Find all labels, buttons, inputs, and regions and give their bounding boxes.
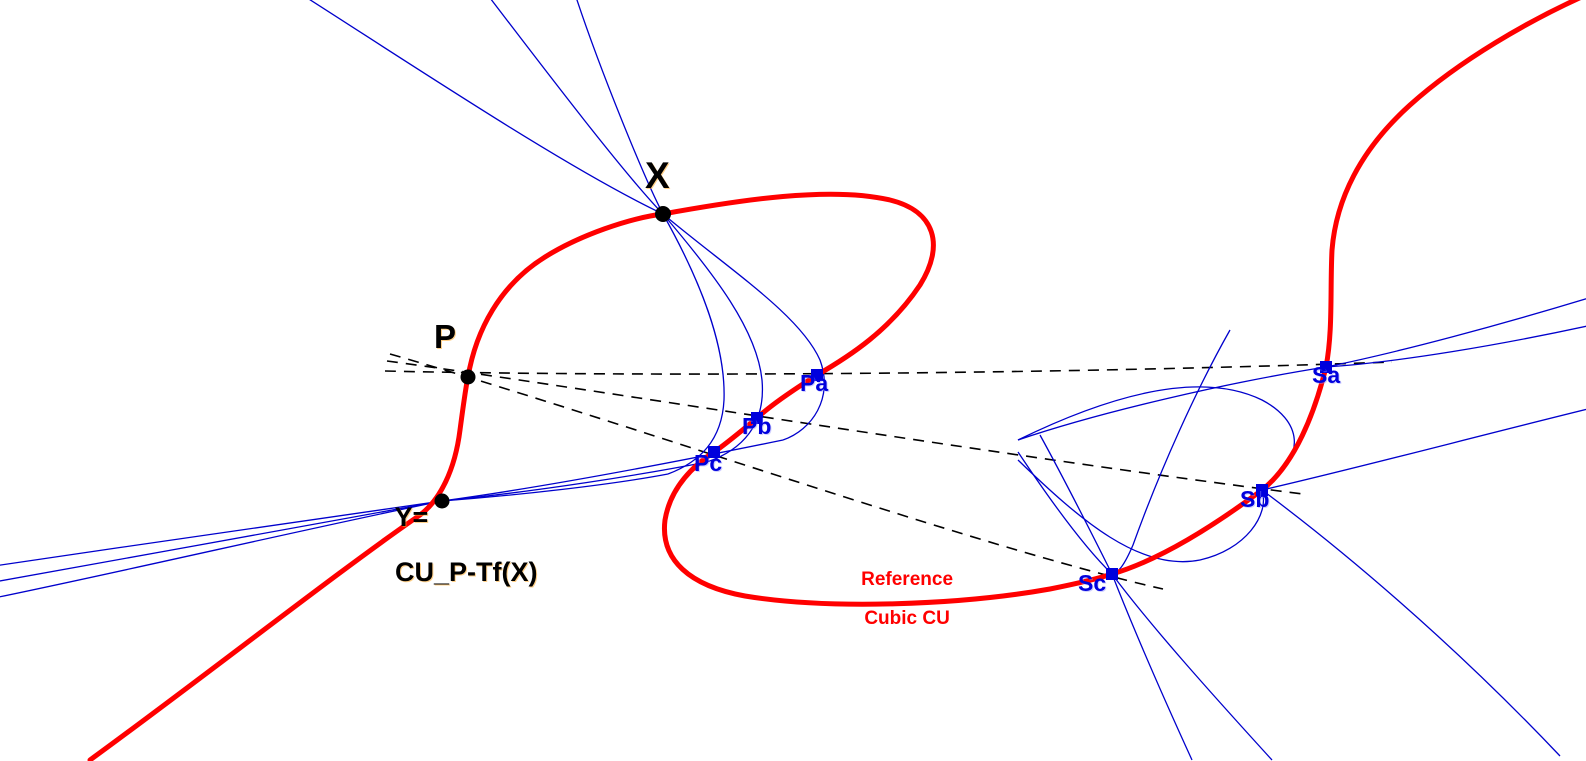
- blue-curve-Sa-loop: [1017, 386, 1295, 491]
- blue-curve-X-to-Pb: [662, 213, 764, 463]
- point-Sa-marker[interactable]: [1320, 361, 1332, 373]
- blue-ray-Sa-right-2: [1325, 325, 1586, 368]
- point-Pb-marker[interactable]: [751, 412, 763, 424]
- reference-cubic-oval-loop: [660, 191, 1115, 607]
- blue-ray-Sc-up-left: [1039, 434, 1113, 575]
- blue-ray-Sc-down-2: [1111, 573, 1273, 761]
- blue-ray-Sa-left-1: [1017, 366, 1327, 441]
- point-Pc-marker[interactable]: [708, 446, 720, 458]
- dashed-line-P-Pa-Sa: [384, 361, 1393, 375]
- blue-curve-Pc-to-Y: [441, 473, 669, 502]
- blue-ray-Y-left-1: [0, 500, 443, 566]
- blue-curve-b-upper: [490, 0, 664, 215]
- blue-curve-X-to-Pa: [662, 213, 825, 441]
- blue-ray-Y-left-2: [0, 500, 443, 582]
- point-markers-group: [434, 206, 1332, 580]
- point-Pa-marker[interactable]: [811, 369, 823, 381]
- blue-ray-Sb-right-1: [1261, 408, 1586, 491]
- reference-cubic-group: [87, 0, 1582, 761]
- point-Sb-marker[interactable]: [1256, 484, 1268, 496]
- point-P-marker[interactable]: [460, 369, 476, 385]
- blue-curve-Sc-arc2: [1017, 451, 1113, 575]
- blue-curve-a-upper: [309, 0, 664, 215]
- blue-ray-Sc-down-1: [1111, 573, 1193, 761]
- point-Y-marker[interactable]: [434, 493, 450, 509]
- point-Sc-marker[interactable]: [1106, 568, 1118, 580]
- reference-cubic-right-branch: [1109, 0, 1582, 577]
- dashed-line-P-Pb-Sb: [386, 360, 1304, 495]
- blue-ray-Y-left-3: [0, 500, 443, 598]
- blue-curve-Sb-loop: [1017, 459, 1265, 563]
- blue-curve-X-to-Pc: [662, 213, 725, 475]
- blue-curve-Pa-to-Y: [441, 439, 784, 502]
- blue-ray-Sa-right-1: [1325, 298, 1586, 368]
- blue-curve-c-upper: [576, 0, 664, 215]
- dashed-line-P-Pc-Sc: [389, 353, 1164, 590]
- blue-curve-Sc-arc: [1111, 329, 1231, 575]
- blue-ray-Sb-right-down: [1261, 489, 1561, 757]
- blue-curve-Pb-to-Y: [441, 461, 708, 502]
- dashed-lines-group: [384, 353, 1393, 590]
- point-X-marker[interactable]: [655, 206, 671, 222]
- reference-cubic-left-branch: [87, 211, 666, 761]
